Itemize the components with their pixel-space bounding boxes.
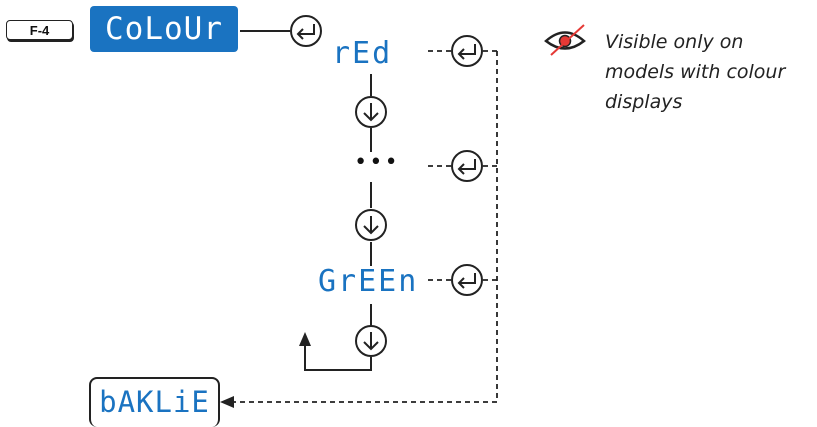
loop-back-line: [304, 345, 372, 371]
next-item-display: bAKLiE: [89, 377, 220, 427]
down-arrow-icon: [355, 325, 387, 357]
eye-crossed-icon: [544, 24, 586, 56]
option-green: GrEEn: [318, 264, 419, 299]
enter-icon: [290, 15, 322, 47]
down-arrow-icon: [355, 96, 387, 128]
visibility-note: Visible only on models with colour displ…: [605, 31, 786, 113]
loop-arrowhead: [299, 332, 311, 346]
menu-code-key: F-4: [6, 20, 73, 40]
down-arrow-icon: [355, 209, 387, 241]
enter-icon: [451, 150, 483, 182]
enter-icon: [451, 35, 483, 67]
menu-title-display: CoLoUr: [90, 6, 238, 52]
exit-arrowhead: [220, 396, 234, 408]
enter-icon: [451, 264, 483, 296]
ellipsis: •••: [354, 150, 400, 175]
option-red: rEd: [332, 36, 393, 71]
